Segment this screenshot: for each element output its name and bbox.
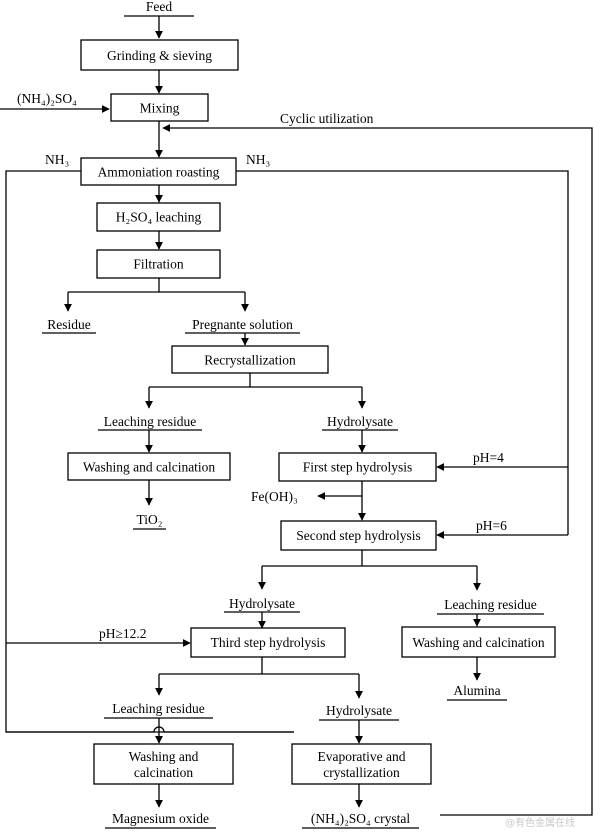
step-leaching-label: H₂SO₄ leaching <box>116 210 202 225</box>
leaching-residue-label-2: Leaching residue <box>444 597 537 612</box>
ammonium-sulfate-crystal-label: (NH₄)₂SO₄ crystal <box>311 811 410 826</box>
residue-label: Residue <box>47 317 91 332</box>
step-third-hydrolysis-label: Third step hydrolysis <box>211 635 326 650</box>
ammonium-sulfate-input-label: (NH₄)₂SO₄ <box>17 91 77 106</box>
step-washing-calcination-alumina: Washing and calcination <box>401 626 556 658</box>
step-filtration-label: Filtration <box>133 257 183 272</box>
step-first-hydrolysis-label: First step hydrolysis <box>303 460 413 475</box>
watermark: @有色金属在线 <box>505 816 575 829</box>
step-ammoniation-roasting: Ammoniation roasting <box>80 157 237 186</box>
step-evaporative-label-line2: crystallization <box>323 765 400 780</box>
step-h2so4-leaching: H₂SO₄ leaching <box>96 202 221 232</box>
nh3-right-label: NH₃ <box>246 152 270 167</box>
step-evaporative-crystallization: Evaporative and crystallization <box>291 743 432 785</box>
leaching-residue-label-3: Leaching residue <box>112 701 205 716</box>
step-grinding: Grinding & sieving <box>80 39 239 71</box>
feed-label: Feed <box>146 0 172 14</box>
ph12-label: pH≥12.2 <box>99 626 147 641</box>
hydrolysate-label-2: Hydrolysate <box>229 596 295 611</box>
step-evaporative-label-line1: Evaporative and <box>317 749 405 764</box>
ph6-label: pH=6 <box>476 518 507 533</box>
connector-lines <box>0 15 593 816</box>
magnesium-oxide-label: Magnesium oxide <box>112 811 209 826</box>
step-second-hydrolysis-label: Second step hydrolysis <box>296 528 421 543</box>
ph4-label: pH=4 <box>473 450 504 465</box>
step-washing-mgo-label-line1: Washing and <box>129 749 199 764</box>
step-washing-alumina-label: Washing and calcination <box>412 635 545 650</box>
step-washing-mgo-label-line2: calcination <box>134 765 193 780</box>
tio2-product-label: TiO₂ <box>137 512 163 527</box>
cyclic-utilization-label: Cyclic utilization <box>280 111 374 126</box>
nh3-left-label: NH₃ <box>45 152 69 167</box>
hydrolysate-label-3: Hydrolysate <box>326 703 392 718</box>
step-third-hydrolysis: Third step hydrolysis <box>190 627 346 658</box>
step-recrystallization: Recrystallization <box>171 345 329 374</box>
label-underlines <box>42 332 544 829</box>
step-washing-tio2-label: Washing and calcination <box>83 460 216 475</box>
pregnant-solution-label: Pregnante solution <box>192 317 293 332</box>
step-washing-calcination-mgo: Washing and calcination <box>93 743 234 785</box>
hydrolysate-label-1: Hydrolysate <box>327 414 393 429</box>
step-second-hydrolysis: Second step hydrolysis <box>280 520 437 551</box>
step-washing-calcination-tio2: Washing and calcination <box>67 452 231 481</box>
step-recrystallization-label: Recrystallization <box>204 353 296 368</box>
step-filtration: Filtration <box>96 249 221 279</box>
step-grinding-label: Grinding & sieving <box>107 48 212 63</box>
step-mixing: Mixing <box>110 93 209 122</box>
alumina-product-label: Alumina <box>453 683 500 698</box>
step-ammoniation-label: Ammoniation roasting <box>98 165 220 180</box>
leaching-residue-label-1: Leaching residue <box>104 414 197 429</box>
iron-hydroxide-label: Fe(OH)₃ <box>251 489 298 504</box>
step-first-hydrolysis: First step hydrolysis <box>278 452 437 482</box>
step-mixing-label: Mixing <box>140 101 180 116</box>
